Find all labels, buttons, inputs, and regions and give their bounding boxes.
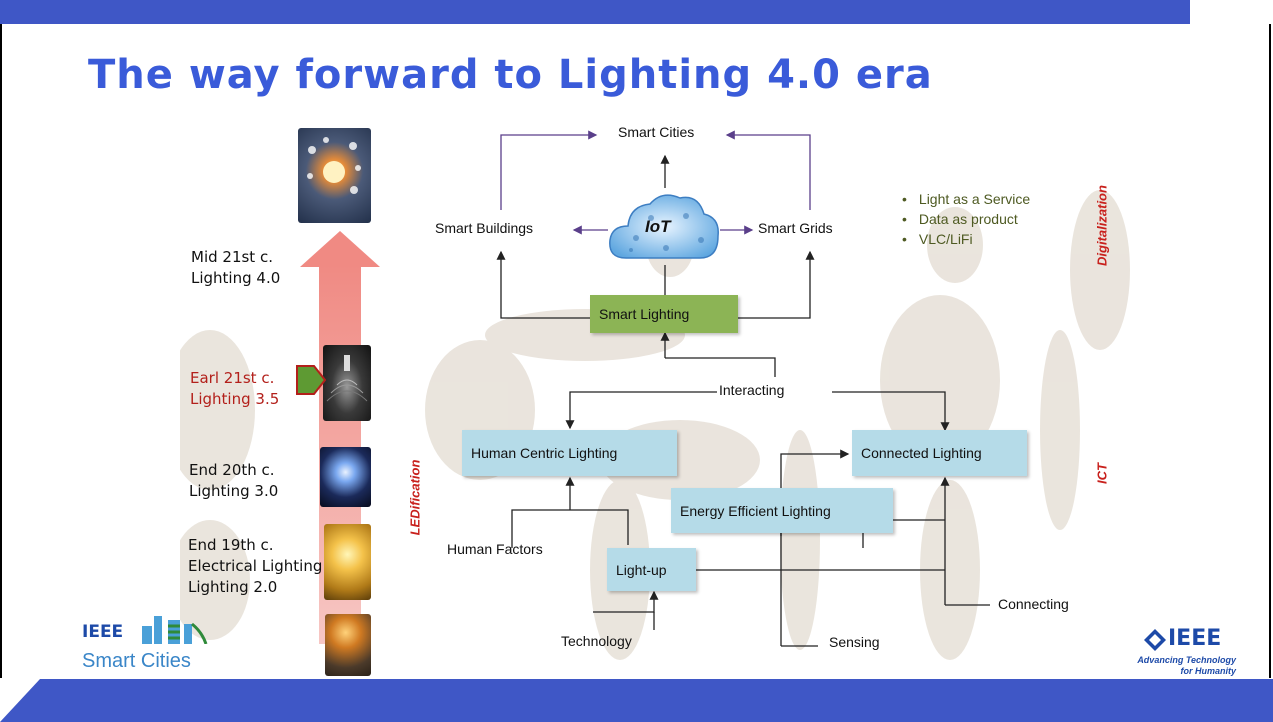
benefit-text: Data as product (918, 211, 1018, 227)
era-name: Lighting 3.5 (190, 390, 280, 408)
city-buildings-icon (142, 616, 208, 644)
iot-cloud-icon (609, 194, 719, 259)
era-early-21st: Earl 21st c. Lighting 3.5 (190, 368, 279, 410)
benefit-text: Light as a Service (918, 191, 1031, 207)
ieee-tagline-1: Advancing Technology (1137, 655, 1236, 665)
era-date: End 19th c. (188, 536, 274, 554)
fire-lighting-image (325, 614, 371, 676)
benefit-item: Light as a Service (902, 189, 1030, 209)
smart-lighting-box: Smart Lighting (590, 295, 738, 333)
smart-cities-label: Smart Cities (618, 124, 695, 140)
era-name: Lighting 4.0 (191, 269, 281, 287)
connecting-label: Connecting (998, 596, 1069, 612)
era-name: Electrical Lighting (188, 557, 323, 575)
bottom-band (0, 679, 1273, 722)
benefit-item: Data as product (902, 209, 1030, 229)
benefits-list: Light as a Service Data as product VLC/L… (902, 189, 1030, 249)
era-date: Earl 21st c. (190, 369, 275, 387)
era-end-20th: End 20th c. Lighting 3.0 (189, 460, 278, 502)
smart-cities-logo-text: Smart Cities (82, 650, 191, 672)
era-name: Lighting 2.0 (188, 578, 278, 596)
ieee-tagline-2: for Humanity (1180, 666, 1236, 676)
ieee-wordmark: IEEE (1168, 626, 1222, 651)
lighting-30-image (320, 447, 371, 507)
era-end-19th: End 19th c. Electrical Lighting Lighting… (188, 535, 322, 598)
ieee-diamond-icon (1144, 629, 1166, 651)
technology-label: Technology (561, 633, 632, 649)
current-era-marker-icon (296, 365, 326, 395)
iot-label: IoT (645, 217, 671, 236)
ieee-smart-cities-logo: IEEE Smart Cities (82, 612, 232, 676)
light-up-box: Light-up (607, 548, 696, 591)
era-name: Lighting 3.0 (189, 482, 279, 500)
ledification-label: LEDification (407, 459, 423, 536)
slide-title: The way forward to Lighting 4.0 era (88, 52, 933, 98)
ict-label: ICT (1094, 463, 1110, 484)
human-centric-lighting-label: Human Centric Lighting (471, 445, 618, 461)
benefit-item: VLC/LiFi (902, 229, 1030, 249)
benefit-text: VLC/LiFi (918, 231, 973, 247)
human-centric-lighting-box: Human Centric Lighting (462, 430, 677, 476)
top-band (0, 0, 1273, 24)
lighting-40-image (298, 128, 371, 223)
smart-grids-label: Smart Grids (758, 220, 833, 236)
energy-efficient-lighting-label: Energy Efficient Lighting (680, 502, 831, 519)
sensing-label: Sensing (829, 634, 880, 650)
era-date: End 20th c. (189, 461, 275, 479)
interacting-label: Interacting (719, 382, 785, 398)
slide-frame (0, 24, 1271, 678)
lighting-35-image (323, 345, 371, 421)
ieee-logo: IEEE Advancing Technology for Humanity (1137, 626, 1245, 680)
light-up-label: Light-up (616, 561, 667, 578)
era-mid-21st: Mid 21st c. Lighting 4.0 (191, 247, 280, 289)
energy-efficient-lighting-box: Energy Efficient Lighting (671, 488, 893, 533)
lighting-20-image (324, 524, 371, 600)
ieee-logo-text: IEEE (82, 622, 124, 642)
connected-lighting-box: Connected Lighting (852, 430, 1027, 476)
smart-buildings-label: Smart Buildings (435, 220, 534, 236)
connected-lighting-label: Connected Lighting (861, 445, 982, 461)
human-factors-label: Human Factors (447, 541, 543, 557)
era-date: Mid 21st c. (191, 248, 273, 266)
smart-lighting-label: Smart Lighting (599, 306, 690, 322)
digitalization-label: Digitalization (1094, 185, 1110, 266)
